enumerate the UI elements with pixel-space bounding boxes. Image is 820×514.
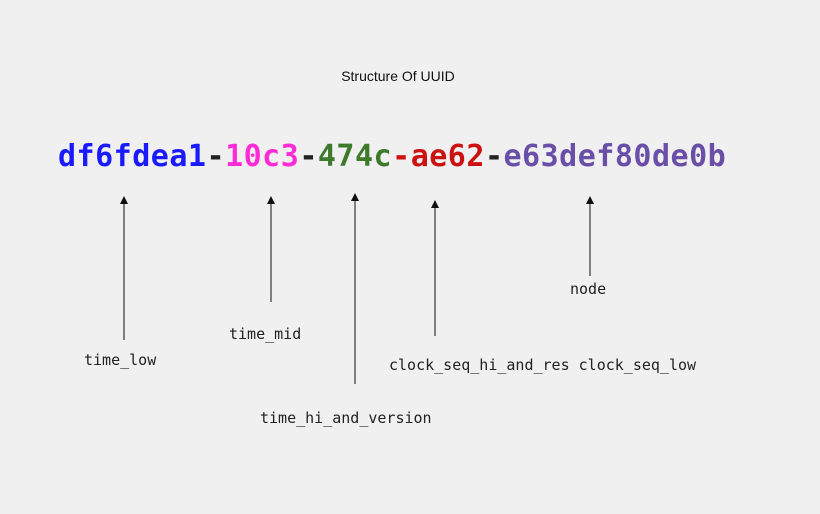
- uuid-clock-seq: ae62: [410, 139, 485, 174]
- label-time-mid: time_mid: [229, 325, 302, 343]
- uuid-node: e63def80de0b: [503, 139, 727, 174]
- uuid-time-mid: 10c3: [225, 139, 300, 174]
- uuid-separator: -: [299, 139, 318, 174]
- uuid-string: df6fdea1-10c3-474c-ae62-e63def80de0b: [58, 142, 726, 172]
- uuid-separator: -: [206, 139, 226, 174]
- label-clock-seq: clock_seq_hi_and_res clock_seq_low: [389, 356, 697, 374]
- diagram-title: Structure Of UUID: [341, 68, 455, 84]
- label-time-hi-and-version: time_hi_and_version: [260, 409, 432, 427]
- uuid-time-low: df6fdea1: [58, 139, 207, 174]
- uuid-separator: -: [392, 139, 411, 174]
- uuid-separator: -: [484, 139, 504, 174]
- label-time-low: time_low: [84, 351, 157, 369]
- uuid-time-hi-and-version: 474c: [317, 139, 393, 174]
- label-node: node: [570, 280, 607, 298]
